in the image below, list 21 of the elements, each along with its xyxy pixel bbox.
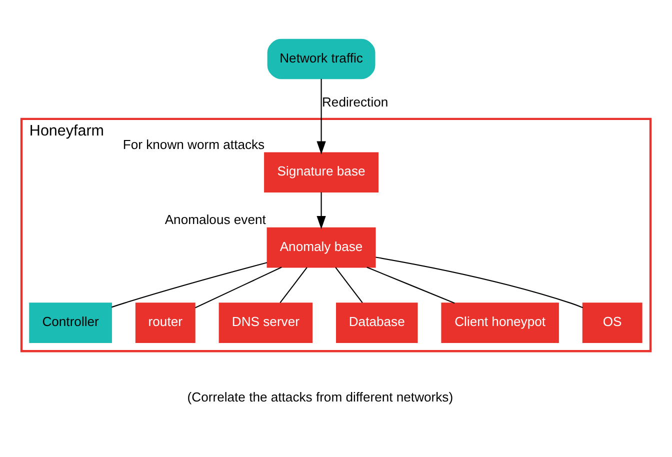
edge-label: Redirection	[322, 94, 388, 110]
arrow	[316, 78, 326, 154]
connector	[366, 266, 455, 304]
node-box: Controller	[29, 302, 112, 343]
connector	[194, 266, 282, 308]
node-box: Signature base	[264, 152, 379, 193]
node-box: OS	[582, 302, 642, 343]
connector	[111, 262, 268, 308]
node-box: Client honeypot	[441, 302, 559, 343]
node-box: DNS server	[218, 302, 313, 343]
node-label: Anomalous event	[164, 212, 266, 228]
node-box: Database	[336, 302, 418, 343]
arrow	[316, 192, 326, 230]
connector	[376, 256, 583, 308]
connector	[335, 267, 363, 304]
label: (Correlate the attacks from different networks)	[187, 389, 454, 404]
node-box: Network traffic	[267, 38, 376, 80]
node-box: router	[135, 302, 196, 343]
node-box: Anomaly base	[266, 227, 376, 268]
node-label: For known worm attacks	[122, 137, 265, 152]
connector	[280, 267, 308, 304]
